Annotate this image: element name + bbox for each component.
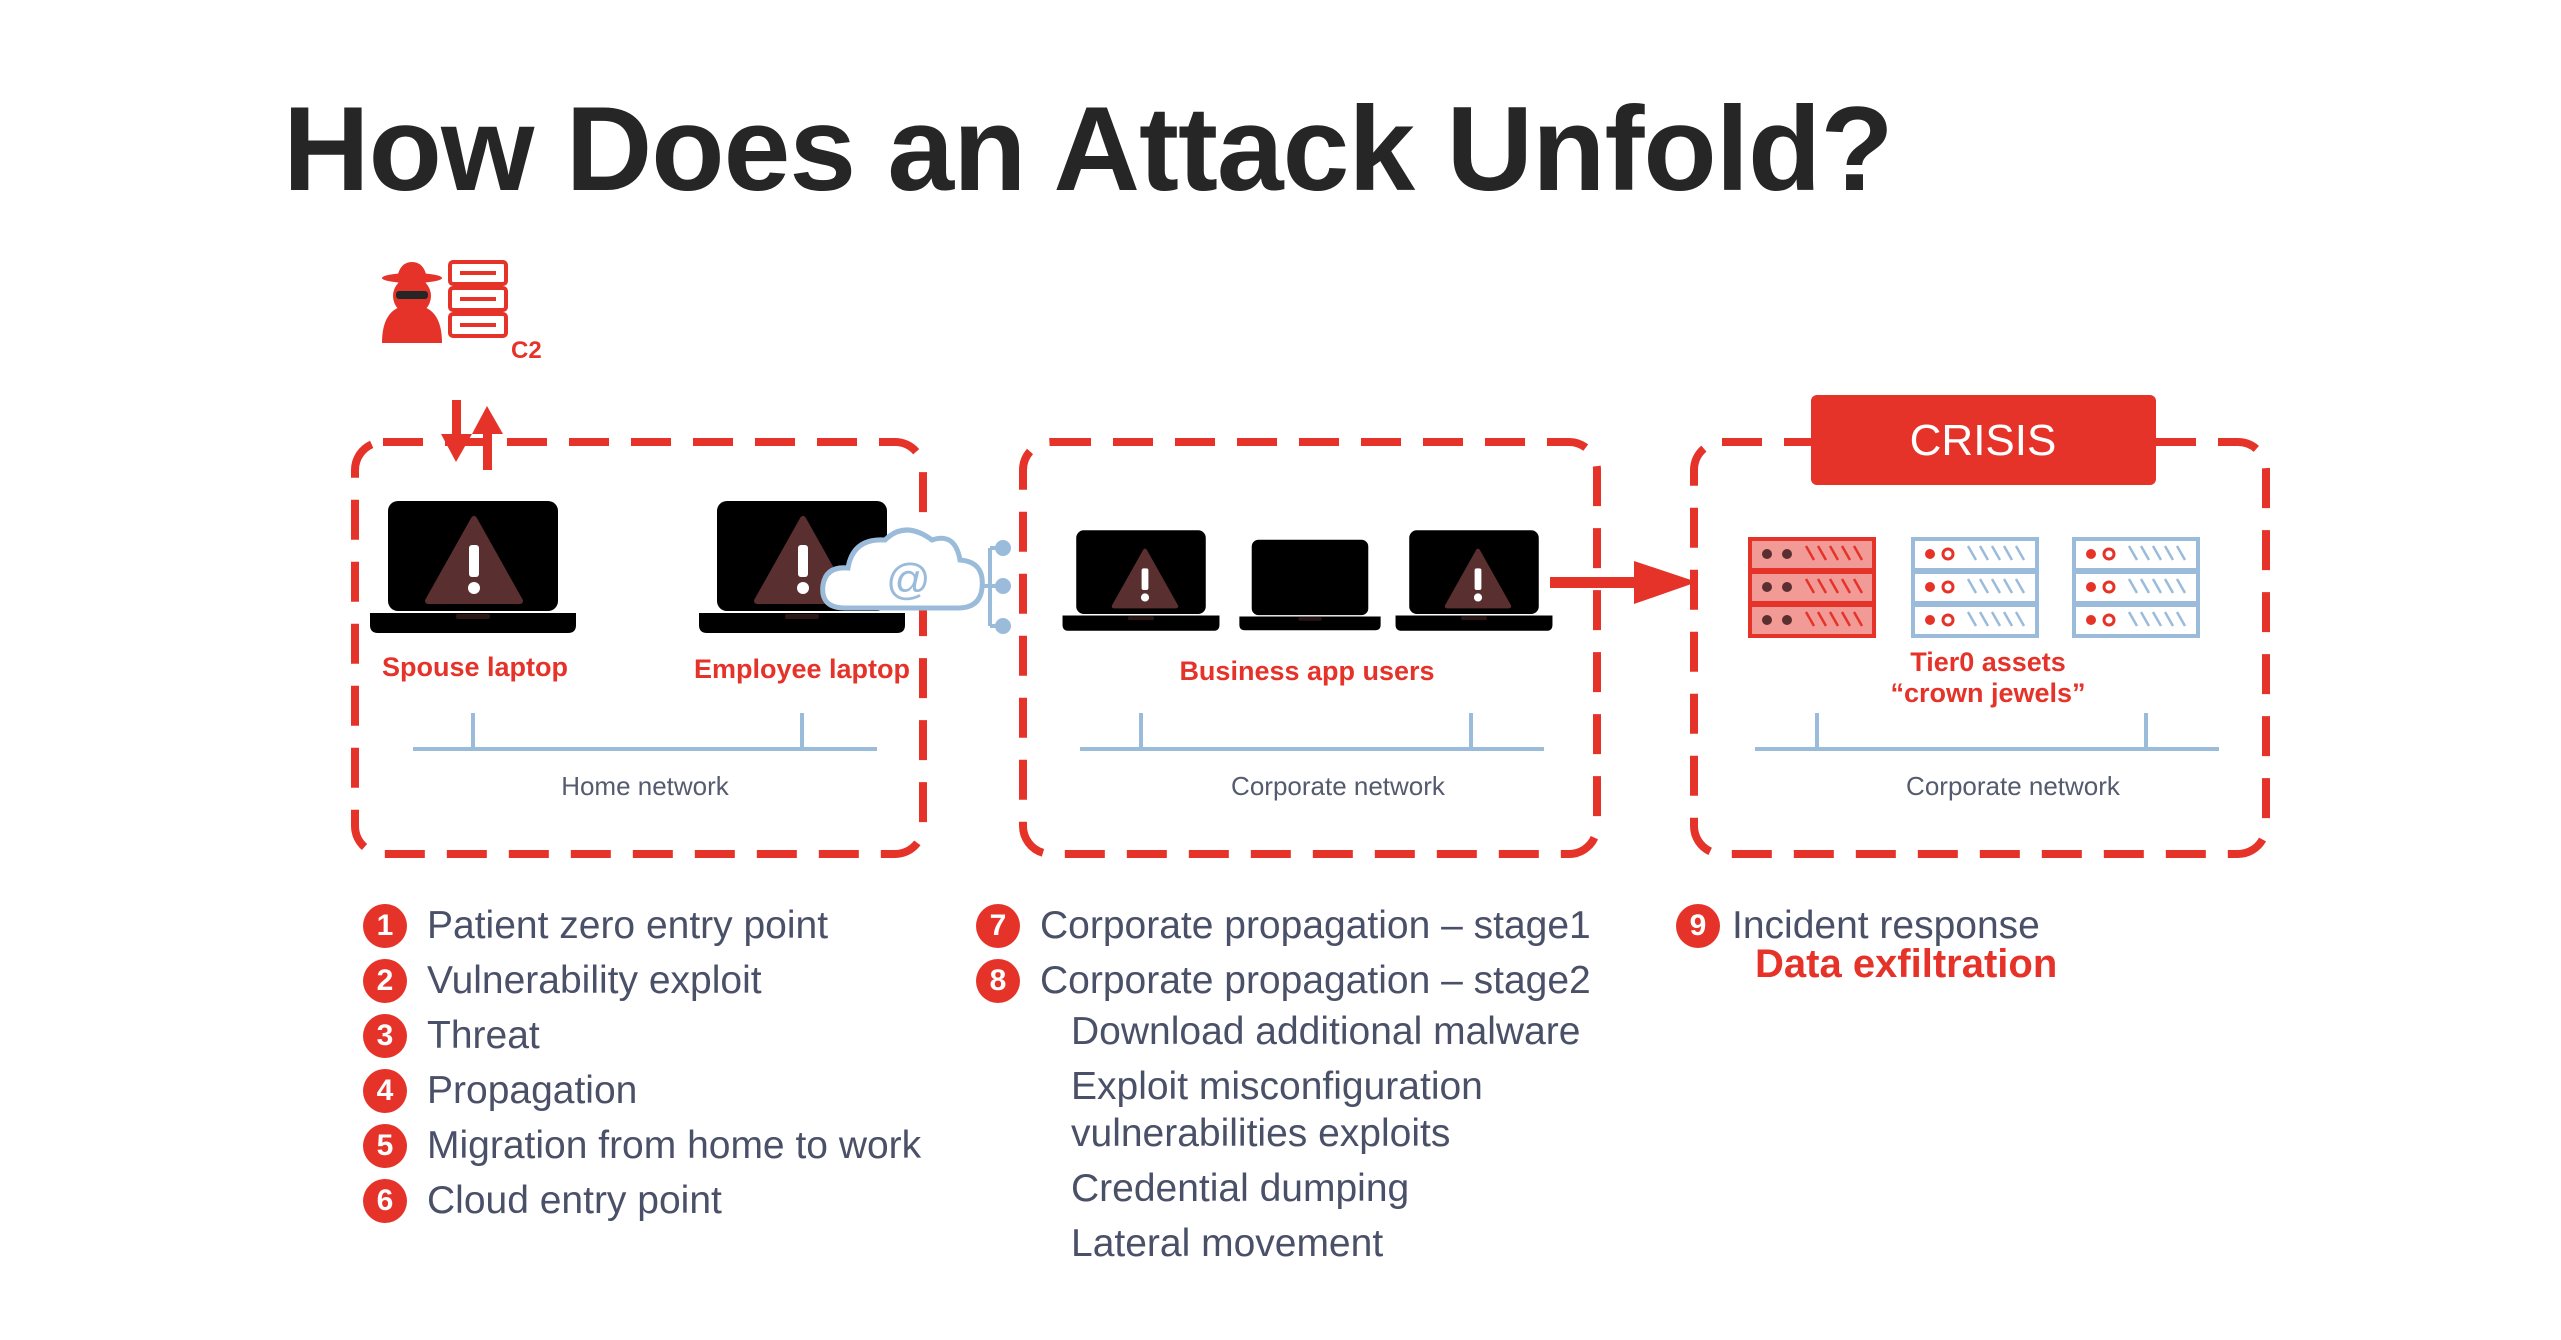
step-item: 7 Corporate propagation – stage1: [976, 898, 1591, 953]
step-item: 9 Incident response: [1676, 898, 2040, 953]
step-text: Patient zero entry point: [427, 903, 829, 947]
server-rack: [2072, 537, 2200, 638]
step-text: Cloud entry point: [427, 1178, 722, 1222]
detail-item: Credential dumping: [1071, 1167, 1410, 1210]
stage2-details: Download additional malware Exploit misc…: [1071, 1008, 1611, 1275]
server-icon: [448, 260, 508, 338]
step-text: Propagation: [427, 1068, 638, 1112]
corporate-network-panel: [1019, 438, 1601, 858]
crisis-label: CRISIS: [1910, 416, 2057, 465]
clean-laptop: [1239, 540, 1380, 631]
step-number-badge: 4: [363, 1068, 407, 1113]
crisis-badge: [1811, 395, 2156, 485]
hacker-icon: [382, 262, 442, 343]
step-text: Migration from home to work: [427, 1123, 922, 1167]
step-item: 4 Propagation: [363, 1063, 921, 1118]
network-label: Corporate network: [1906, 771, 2121, 801]
infected-laptop: [1063, 530, 1220, 631]
infected-laptop: [1396, 530, 1553, 631]
outcome-label: Data exfiltration: [1755, 942, 2058, 986]
step-item: 1 Patient zero entry point: [363, 898, 921, 953]
step-number-badge: 3: [363, 1013, 407, 1058]
step-item: 3 Threat: [363, 1008, 921, 1063]
network-label: Home network: [561, 771, 730, 801]
lateral-movement-arrow: [1550, 561, 1697, 604]
step-number-badge: 9: [1676, 903, 1720, 948]
step-item: 5 Migration from home to work: [363, 1118, 921, 1173]
step-number-badge: 7: [976, 903, 1020, 948]
server-rack: [1911, 537, 2039, 638]
step-text: Corporate propagation – stage2: [1040, 958, 1591, 1002]
device-label: Employee laptop: [694, 654, 910, 684]
c2-traffic-arrows: [441, 400, 503, 470]
step-number-badge: 5: [363, 1123, 407, 1168]
at-symbol: @: [886, 555, 931, 604]
network-line: [1080, 713, 1544, 751]
step-item: 8 Corporate propagation – stage2: [976, 953, 1591, 1008]
spouse-laptop: [370, 501, 576, 633]
home-network-panel: [351, 438, 927, 858]
step-number-badge: 1: [363, 903, 407, 948]
network-line: [1755, 713, 2219, 751]
detail-item: Download additional malware: [1071, 1010, 1581, 1053]
steps-crisis: 9 Incident response: [1676, 898, 2040, 953]
step-item: 6 Cloud entry point: [363, 1173, 921, 1228]
asset-label: Tier0 assets: [1910, 647, 2066, 677]
step-text: Vulnerability exploit: [427, 958, 762, 1002]
server-rack-compromised: [1748, 537, 1876, 638]
step-text: Corporate propagation – stage1: [1040, 903, 1591, 947]
steps-home: 1 Patient zero entry point 2 Vulnerability…: [363, 898, 921, 1228]
page-title: How Does an Attack Unfold?: [283, 82, 1894, 216]
step-number-badge: 2: [363, 958, 407, 1003]
network-line: [413, 713, 877, 751]
device-label: Spouse laptop: [382, 652, 568, 682]
cloud-connector: [982, 540, 1011, 634]
group-label: Business app users: [1179, 656, 1434, 686]
step-item: 2 Vulnerability exploit: [363, 953, 921, 1008]
network-label: Corporate network: [1231, 771, 1446, 801]
detail-item: Exploit misconfiguration vulnerabilities…: [1071, 1065, 1483, 1155]
c2-label: C2: [511, 337, 542, 364]
step-text: Threat: [427, 1013, 540, 1057]
step-text: Incident response: [1732, 903, 2040, 947]
asset-label: “crown jewels”: [1890, 678, 2085, 708]
detail-item: Lateral movement: [1071, 1222, 1384, 1265]
step-number-badge: 6: [363, 1178, 407, 1223]
steps-corporate: 7 Corporate propagation – stage1 8 Corpora…: [976, 898, 1591, 1008]
step-number-badge: 8: [976, 958, 1020, 1003]
